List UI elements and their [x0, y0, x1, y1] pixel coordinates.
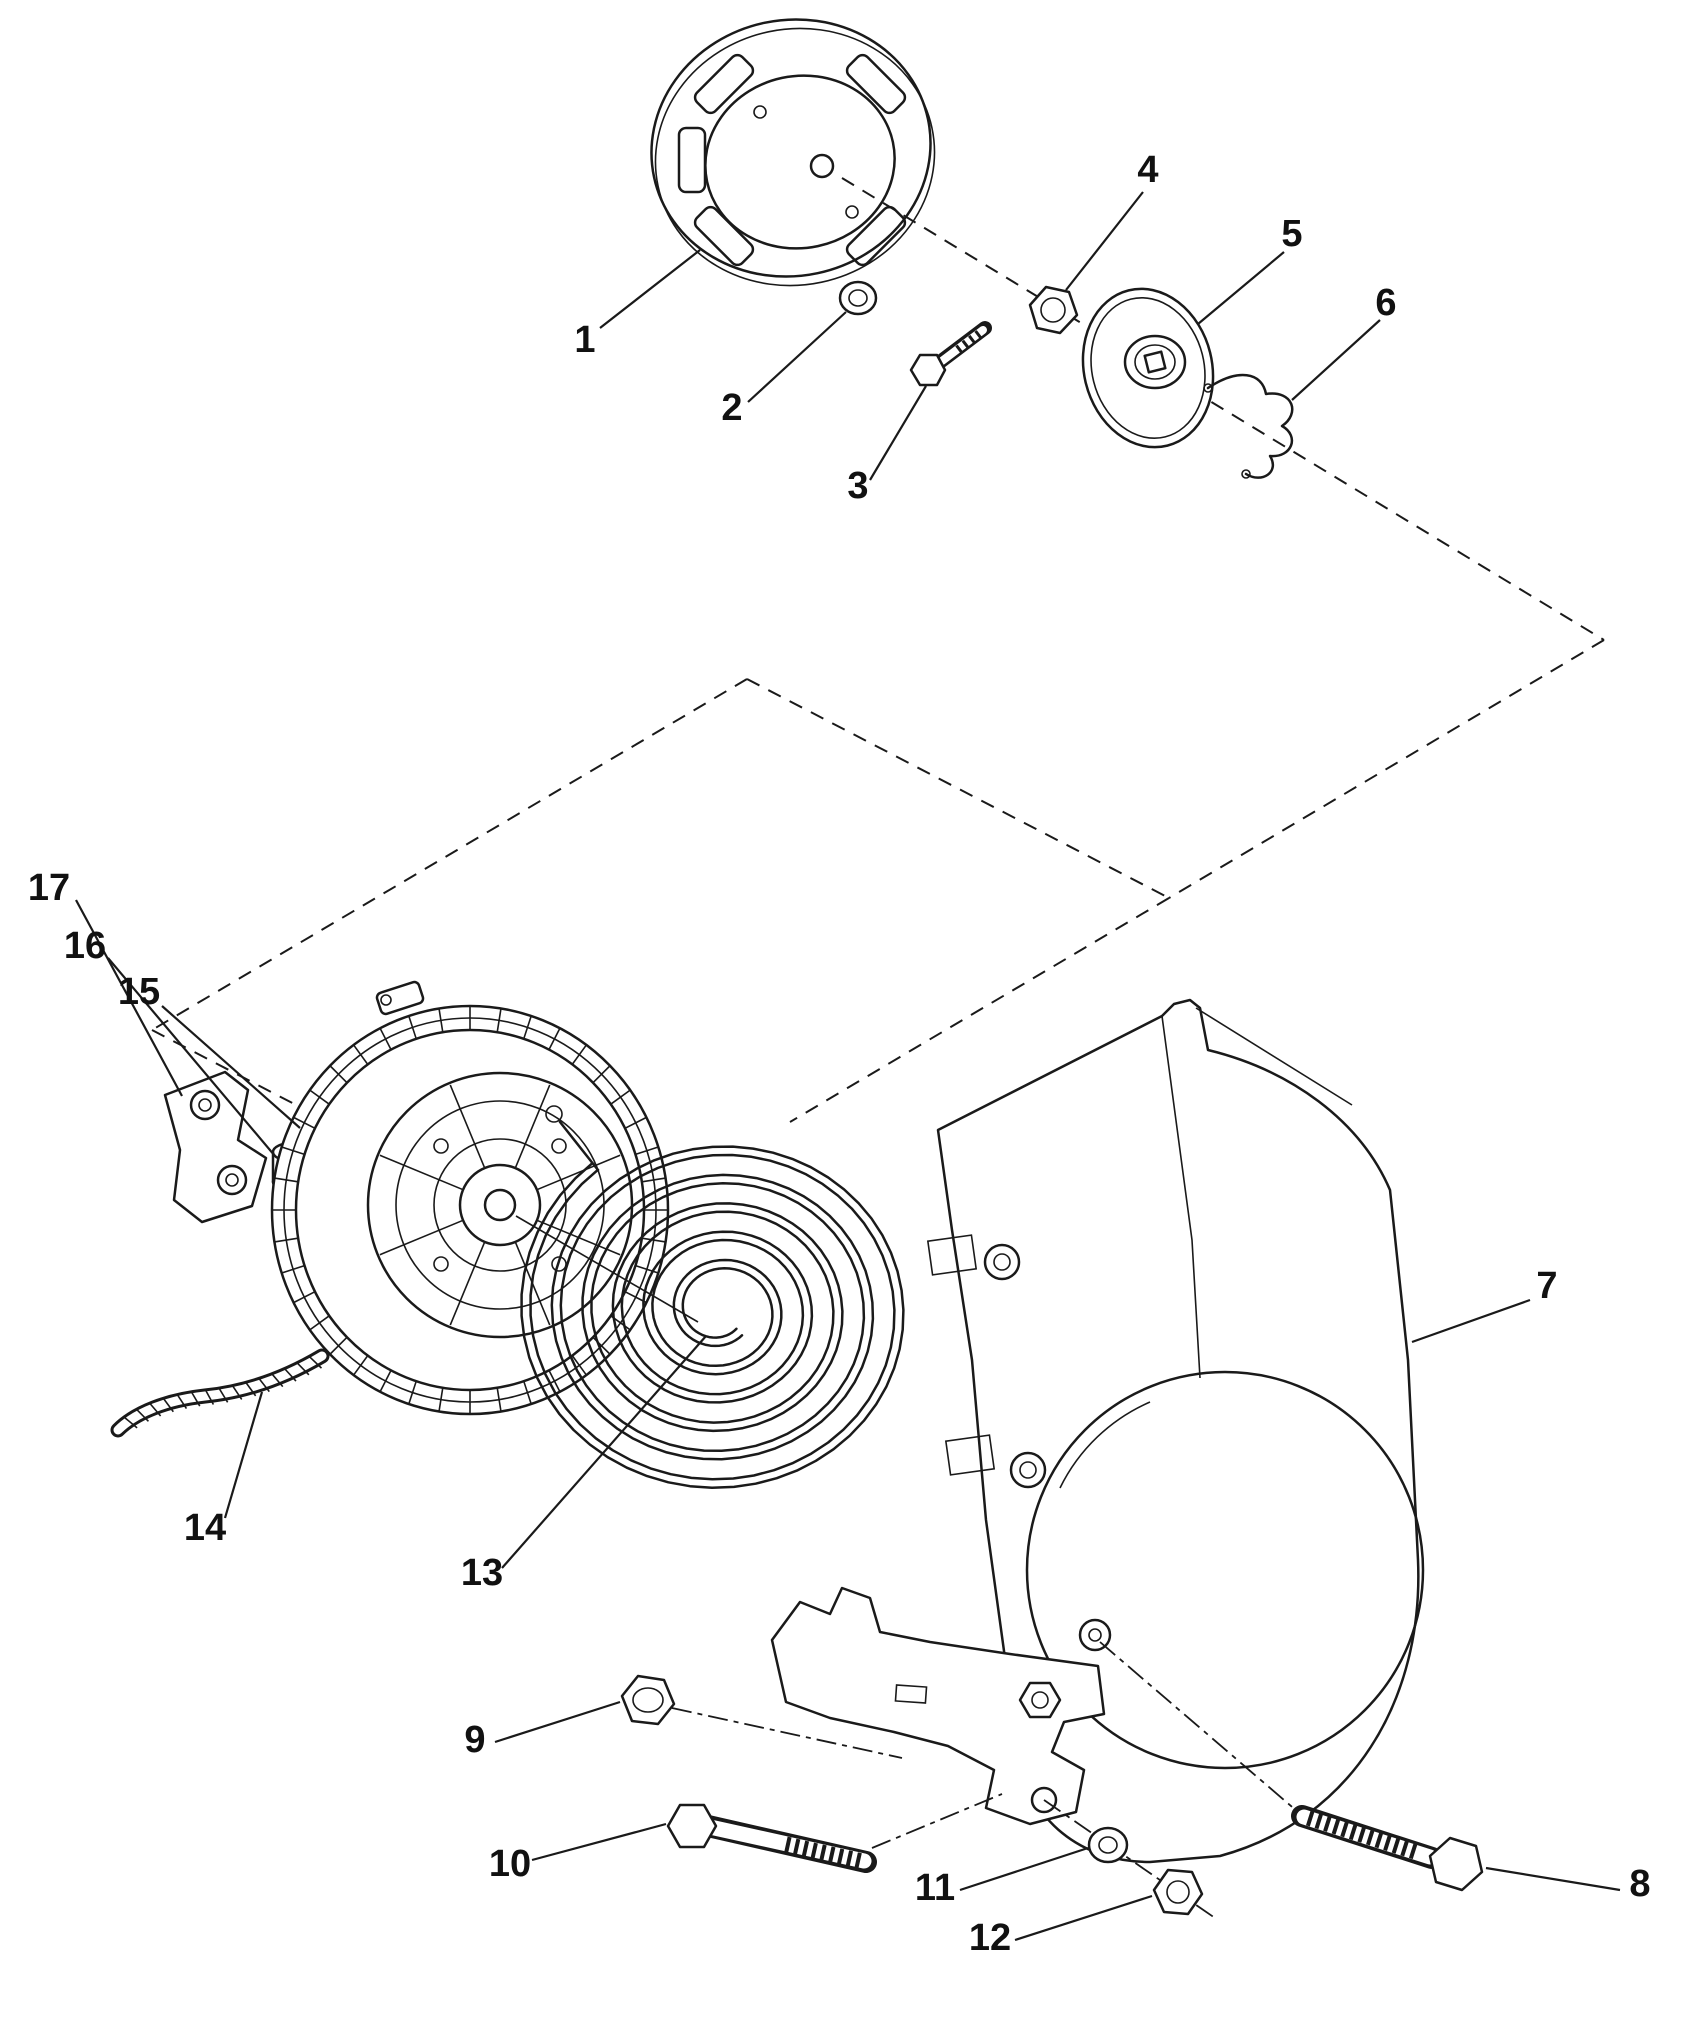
callout-10-leader	[531, 1822, 667, 1862]
assembly-axis-dashed	[841, 177, 1605, 899]
callout-9-label: 9	[464, 1719, 485, 1761]
plug	[620, 1674, 676, 1726]
washer	[838, 280, 878, 316]
callout-2-label: 2	[721, 387, 742, 429]
callout-13-label: 13	[461, 1552, 503, 1594]
reel-pawl	[375, 980, 425, 1016]
callout-7-label: 7	[1536, 1265, 1557, 1307]
callout-1-label: 1	[574, 319, 595, 361]
callout-8-label: 8	[1629, 1863, 1650, 1905]
starter-rope	[110, 1348, 330, 1438]
starter-pulley-hub	[1081, 287, 1215, 449]
callout-6-label: 6	[1375, 282, 1396, 324]
mounting-bracket	[770, 1586, 1106, 1826]
callout-1-leader	[599, 249, 701, 329]
callout-12-leader	[1014, 1894, 1153, 1942]
reel-ratchet-ticks	[272, 1006, 668, 1414]
callout-5-leader	[1197, 251, 1285, 325]
hex-nut	[1152, 1868, 1204, 1916]
callout-8-leader	[1485, 1866, 1621, 1892]
hex-bolt-long	[1291, 1805, 1484, 1892]
callout-15-label: 15	[118, 971, 160, 1013]
lock-washer	[1087, 1826, 1129, 1864]
rope-braid-ticks	[122, 1355, 323, 1429]
callout-5-label: 5	[1281, 213, 1302, 255]
callout-leaders	[75, 191, 1621, 1942]
callout-17-label: 17	[28, 867, 70, 909]
callout-7-leader	[1411, 1298, 1531, 1344]
callout-4-leader	[1065, 191, 1144, 291]
spring-coils	[520, 1145, 905, 1489]
starter-cup-housing	[650, 18, 936, 287]
callout-14-leader	[223, 1391, 264, 1519]
callout-9-leader	[494, 1700, 621, 1744]
callout-labels: 1 2 3 4 5 6 7 8 9 10 11 12 13 14 15 16 1…	[28, 149, 1651, 1959]
retainer-clip	[1203, 373, 1294, 479]
hex-bolt	[666, 1803, 877, 1873]
callout-3-leader	[869, 385, 927, 481]
callout-16-label: 16	[64, 925, 106, 967]
rope-guide-bracket	[163, 1070, 268, 1224]
nut	[1028, 285, 1079, 335]
cup-slots	[677, 53, 907, 267]
callout-12-label: 12	[969, 1917, 1011, 1959]
callout-6-leader	[1291, 319, 1381, 401]
callout-3-label: 3	[847, 465, 868, 507]
callout-10-label: 10	[489, 1843, 531, 1885]
screw	[909, 321, 992, 387]
callout-17-leader	[75, 899, 183, 1097]
centerlines	[671, 1641, 1299, 1919]
callout-2-leader	[747, 311, 847, 403]
callout-11-leader	[959, 1846, 1089, 1892]
callout-16-leader	[107, 957, 276, 1157]
housing-flange	[926, 1234, 1047, 1489]
mounting-plane-dashed-outline	[151, 678, 1170, 1123]
callout-13-leader	[501, 1335, 707, 1569]
callout-4-label: 4	[1137, 149, 1158, 191]
callout-11-label: 11	[915, 1867, 955, 1909]
recoil-spring	[520, 1105, 905, 1489]
callout-15-leader	[161, 1005, 301, 1129]
callout-14-label: 14	[184, 1507, 226, 1549]
